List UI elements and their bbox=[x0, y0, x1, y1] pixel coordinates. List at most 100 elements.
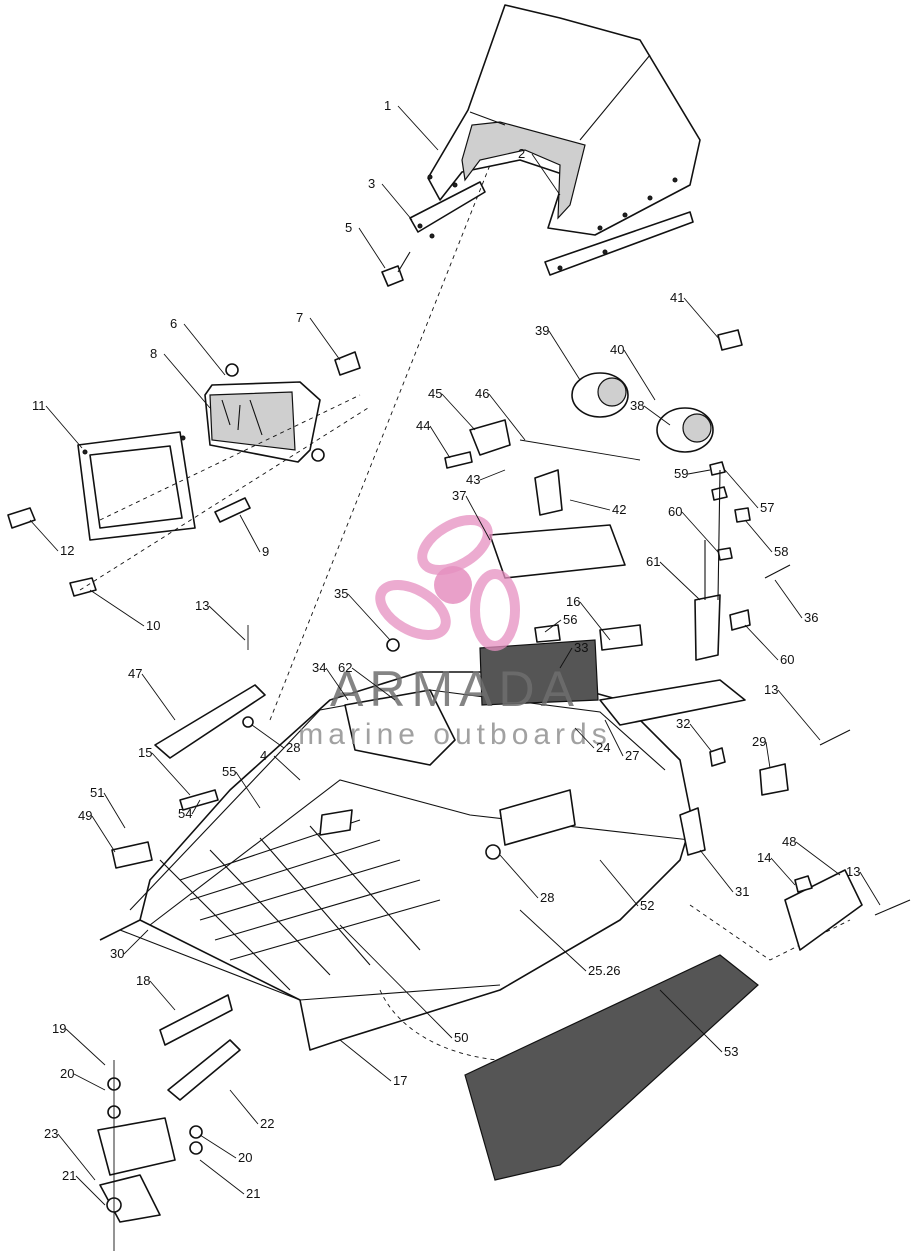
leader-line-52 bbox=[599, 859, 639, 907]
leader-line-53 bbox=[659, 989, 723, 1053]
callout-6: 6 bbox=[170, 316, 177, 331]
callout-2: 2 bbox=[518, 146, 525, 161]
callout-60b: 60 bbox=[780, 652, 794, 667]
leader-line-62 bbox=[351, 667, 396, 701]
callout-44: 44 bbox=[416, 418, 430, 433]
leader-line-24 bbox=[574, 727, 595, 749]
leader-line-28 bbox=[251, 724, 285, 749]
leader-line-61 bbox=[659, 561, 701, 601]
leader-line-39 bbox=[548, 330, 581, 381]
callout-13: 13 bbox=[195, 598, 209, 613]
leader-line-19 bbox=[65, 1028, 106, 1066]
fasteners bbox=[242, 625, 911, 916]
callout-48: 48 bbox=[782, 834, 796, 849]
callout-52: 52 bbox=[640, 898, 654, 913]
callout-39: 39 bbox=[535, 323, 549, 338]
callout-53: 53 bbox=[724, 1044, 738, 1059]
leader-line-34 bbox=[325, 667, 349, 701]
callout-60: 60 bbox=[668, 504, 682, 519]
leader-line-36 bbox=[774, 579, 803, 619]
callout-7: 7 bbox=[296, 310, 303, 325]
leader-line-9 bbox=[239, 514, 261, 553]
leader-line-56 bbox=[544, 619, 562, 633]
leader-line-27 bbox=[604, 719, 624, 757]
leader-line-20b bbox=[199, 1134, 237, 1159]
leader-line-49 bbox=[91, 815, 116, 853]
logo-hub bbox=[434, 566, 472, 604]
switch-harness bbox=[694, 461, 791, 661]
callout-25.26: 25.26 bbox=[588, 963, 621, 978]
windshield-screw bbox=[381, 251, 411, 287]
hood-brackets-left bbox=[111, 684, 353, 869]
callout-11: 11 bbox=[32, 398, 46, 413]
callout-23: 23 bbox=[44, 1126, 58, 1141]
callout-8: 8 bbox=[150, 346, 157, 361]
leader-line-46 bbox=[488, 393, 526, 441]
leader-line-32 bbox=[689, 723, 713, 753]
leader-line-17 bbox=[339, 1039, 392, 1082]
hood-right-parts bbox=[479, 624, 863, 951]
leader-line-44 bbox=[429, 425, 451, 459]
leader-line-60b bbox=[744, 624, 779, 661]
callout-61: 61 bbox=[646, 554, 660, 569]
leader-line-12 bbox=[29, 519, 59, 552]
leader-line-58 bbox=[744, 519, 773, 553]
callout-28b: 28 bbox=[540, 890, 554, 905]
callout-54: 54 bbox=[178, 806, 192, 821]
leader-line-21 bbox=[75, 1175, 106, 1206]
leader-line-6 bbox=[183, 323, 226, 376]
callout-50: 50 bbox=[454, 1030, 468, 1045]
callout-57: 57 bbox=[760, 500, 774, 515]
hood-latch bbox=[97, 994, 241, 1251]
callout-28: 28 bbox=[286, 740, 300, 755]
leader-line-38 bbox=[643, 405, 671, 426]
leader-line-51 bbox=[103, 792, 126, 829]
leader-line-54 bbox=[191, 799, 201, 815]
leader-line-47 bbox=[141, 673, 176, 721]
leader-line-29 bbox=[765, 741, 771, 769]
leader-line-11 bbox=[45, 405, 83, 449]
leader-line-25.26 bbox=[519, 909, 587, 972]
headlight-bezel bbox=[77, 431, 196, 541]
callout-19: 19 bbox=[52, 1021, 66, 1036]
callout-45: 45 bbox=[428, 386, 442, 401]
leader-line-45 bbox=[441, 393, 476, 431]
headlight-housing bbox=[204, 363, 325, 463]
leader-line-8 bbox=[163, 353, 211, 409]
hood-louvers bbox=[159, 819, 441, 991]
callout-18: 18 bbox=[136, 973, 150, 988]
callout-12: 12 bbox=[60, 543, 74, 558]
callout-33: 33 bbox=[574, 640, 588, 655]
callout-55: 55 bbox=[222, 764, 236, 779]
callout-1: 1 bbox=[384, 98, 391, 113]
gauges bbox=[571, 329, 743, 453]
leader-line-5 bbox=[358, 227, 386, 269]
leader-line-20 bbox=[73, 1073, 106, 1091]
leader-line-13b bbox=[859, 871, 881, 906]
leader-line-55 bbox=[235, 771, 261, 809]
leader-line-33 bbox=[559, 647, 573, 669]
callout-14: 14 bbox=[757, 850, 771, 865]
callout-42: 42 bbox=[612, 502, 626, 517]
leader-line-4 bbox=[273, 755, 301, 781]
leader-line-2 bbox=[531, 153, 561, 196]
leader-line-16 bbox=[579, 601, 611, 641]
logo-petal-3 bbox=[470, 569, 520, 651]
leader-line-28b bbox=[499, 854, 539, 899]
leader-line-21b bbox=[199, 1159, 245, 1195]
callout-58: 58 bbox=[774, 544, 788, 559]
leader-line-7 bbox=[309, 317, 341, 361]
callout-62: 62 bbox=[338, 660, 352, 675]
callout-35: 35 bbox=[334, 586, 348, 601]
leader-line-1 bbox=[397, 105, 439, 151]
watermark-brand: ARMADA bbox=[330, 661, 580, 717]
callout-20b: 20 bbox=[238, 1150, 252, 1165]
leader-line-23 bbox=[57, 1133, 96, 1181]
callout-46: 46 bbox=[475, 386, 489, 401]
leader-line-37 bbox=[465, 495, 491, 541]
callout-13c: 13 bbox=[764, 682, 778, 697]
callout-10: 10 bbox=[146, 618, 160, 633]
leader-line-43 bbox=[479, 469, 506, 481]
